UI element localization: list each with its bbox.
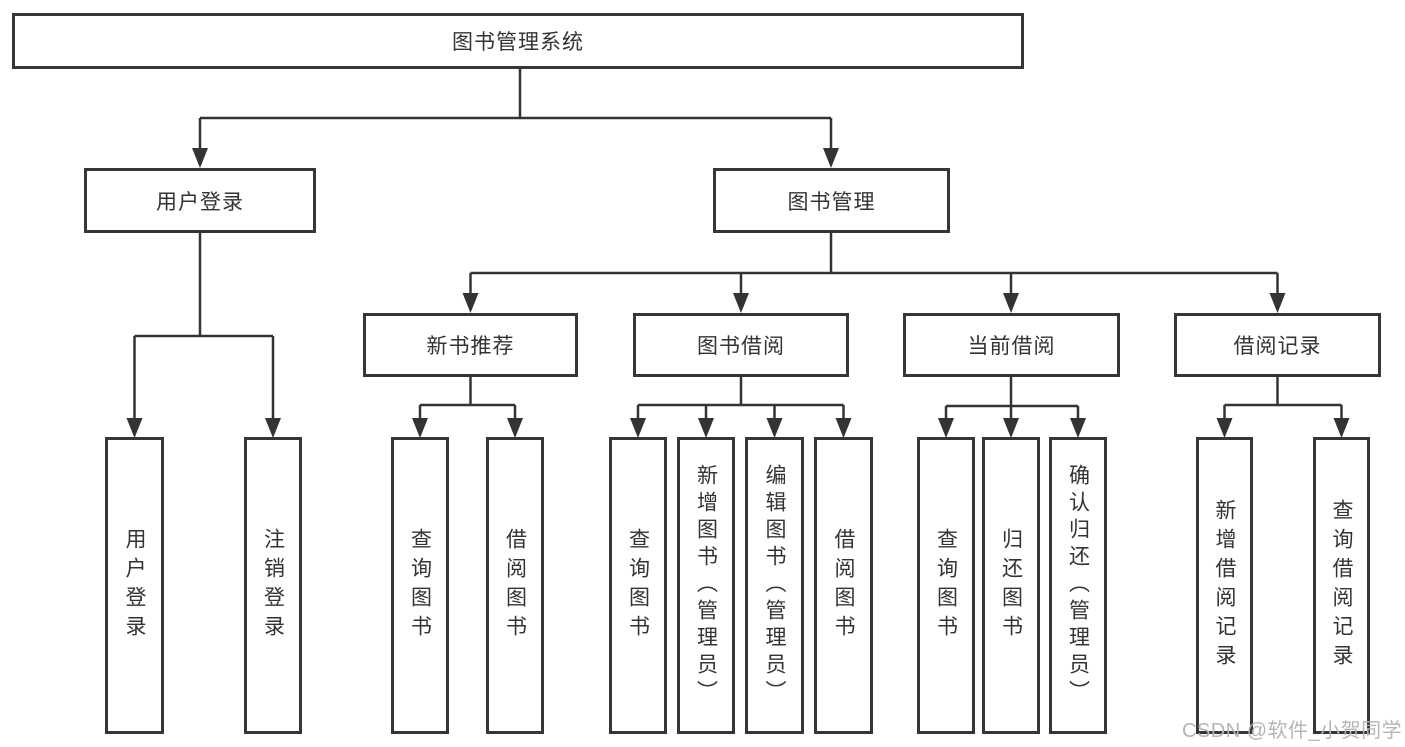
leaf-add-borrow-record: 新增借阅记录	[1196, 437, 1253, 734]
leaf-borrow-books-1: 借阅图书	[486, 437, 544, 734]
leaf-add-book-admin-label: 新增图书（管理员）	[694, 464, 718, 707]
arrowhead-icons	[126, 148, 1350, 438]
leaf-query-books-1: 查询图书	[391, 437, 449, 734]
leaf-return-book: 归还图书	[982, 437, 1040, 734]
node-root: 图书管理系统	[12, 13, 1024, 69]
leaf-user-login-label: 用户登录	[123, 527, 146, 644]
node-book-management-label: 图书管理	[787, 190, 876, 214]
leaf-borrow-books-1-label: 借阅图书	[503, 527, 527, 644]
leaf-query-books-2-label: 查询图书	[626, 527, 650, 644]
node-new-book-recommend: 新书推荐	[363, 313, 578, 377]
node-current-borrow-label: 当前借阅	[967, 335, 1056, 358]
node-user-login-label: 用户登录	[156, 190, 244, 214]
leaf-query-books-3-label: 查询图书	[934, 527, 958, 644]
node-current-borrow: 当前借阅	[903, 313, 1120, 377]
node-book-management: 图书管理	[713, 168, 950, 233]
node-user-login: 用户登录	[84, 168, 316, 233]
leaf-query-borrow-record: 查询借阅记录	[1313, 437, 1370, 734]
leaf-borrow-books-2-label: 借阅图书	[832, 527, 855, 644]
node-borrow-records: 借阅记录	[1174, 313, 1381, 377]
watermark: CSDN @软件_小贺同学	[1182, 720, 1403, 742]
node-book-borrow-label: 图书借阅	[697, 335, 785, 358]
leaf-edit-book-admin-label: 编辑图书（管理员）	[763, 464, 786, 707]
leaf-confirm-return-admin: 确认归还（管理员）	[1049, 437, 1107, 734]
leaf-logout: 注销登录	[244, 437, 302, 734]
leaf-user-login: 用户登录	[105, 437, 164, 734]
leaf-logout-label: 注销登录	[261, 527, 285, 644]
leaf-confirm-return-admin-label: 确认归还（管理员）	[1066, 464, 1090, 707]
node-borrow-records-label: 借阅记录	[1233, 335, 1322, 358]
leaf-query-books-1-label: 查询图书	[408, 527, 432, 644]
node-book-borrow: 图书借阅	[633, 313, 849, 377]
leaf-borrow-books-2: 借阅图书	[814, 437, 873, 734]
leaf-add-borrow-record-label: 新增借阅记录	[1213, 498, 1236, 673]
leaf-return-book-label: 归还图书	[999, 527, 1023, 644]
leaf-query-books-3: 查询图书	[917, 437, 975, 734]
leaf-query-borrow-record-label: 查询借阅记录	[1330, 498, 1353, 673]
leaf-add-book-admin: 新增图书（管理员）	[677, 437, 735, 734]
node-root-label: 图书管理系统	[452, 31, 584, 54]
node-new-book-recommend-label: 新书推荐	[426, 335, 515, 358]
leaf-query-books-2: 查询图书	[609, 437, 667, 734]
leaf-edit-book-admin: 编辑图书（管理员）	[745, 437, 804, 734]
